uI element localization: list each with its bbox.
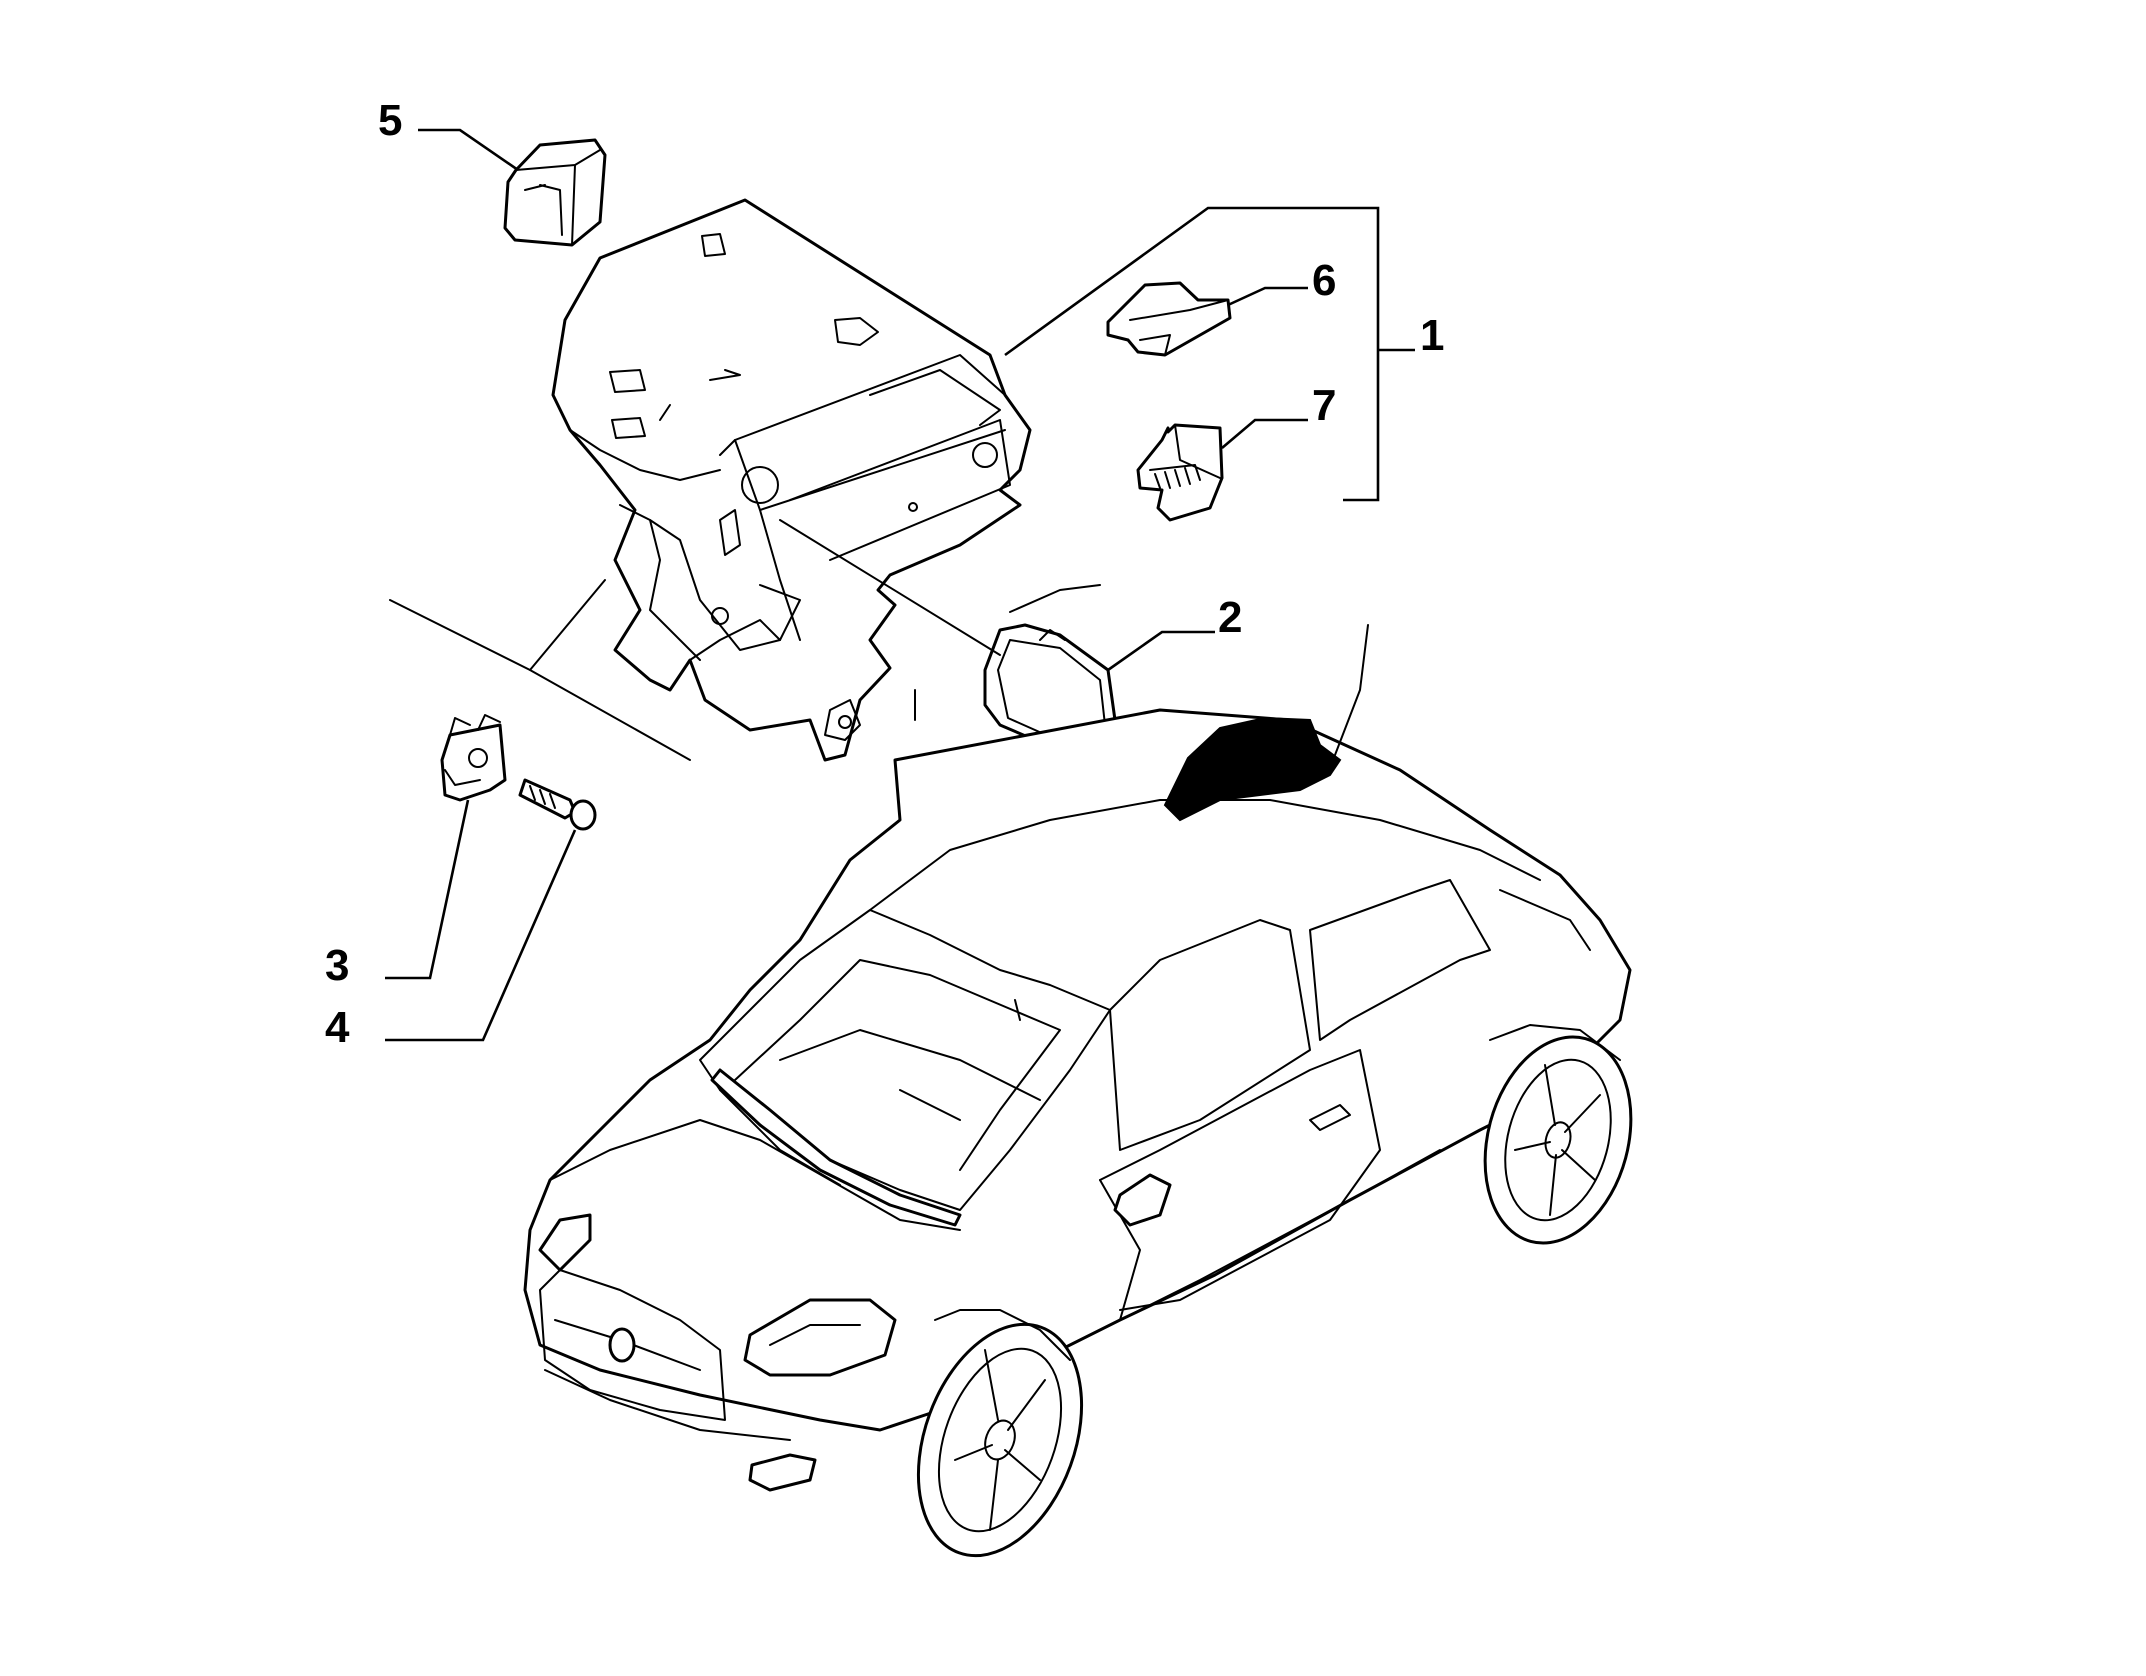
leader-part-1	[1004, 206, 1380, 502]
leader-part-5	[418, 128, 519, 172]
leader-part-4	[385, 829, 577, 1042]
part-5-cap	[503, 138, 607, 247]
part-4-screw	[518, 778, 597, 831]
assembly-line-down	[529, 579, 606, 671]
part-1-glove-box-panel	[551, 198, 1032, 762]
callout-1: 1	[1420, 311, 1444, 360]
part-7-clip	[1136, 423, 1224, 522]
leader-part-7	[1221, 418, 1308, 449]
callout-6: 6	[1312, 256, 1336, 305]
leader-part-6	[1227, 286, 1308, 307]
car-outline	[523, 624, 1633, 1558]
leader-part-3	[385, 799, 470, 980]
leader-part-2	[1107, 630, 1215, 672]
part-2-pointer	[779, 519, 1101, 656]
callout-3: 3	[325, 941, 349, 990]
callout-4: 4	[325, 1003, 350, 1052]
part-6-bracket	[1106, 281, 1232, 357]
callout-2: 2	[1218, 593, 1242, 642]
part-3-plate	[440, 714, 507, 802]
callout-5: 5	[378, 96, 402, 145]
callout-7: 7	[1312, 381, 1336, 430]
